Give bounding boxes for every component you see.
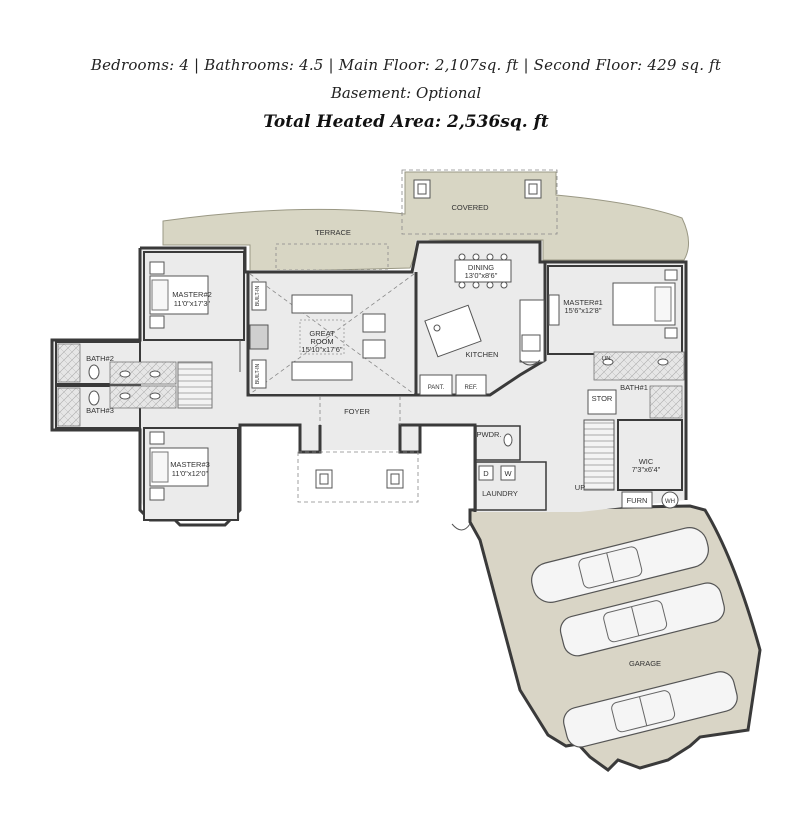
- label-wic-size: 7'3"x6'4": [632, 465, 661, 474]
- label-dining-size: 13'0"x8'6": [465, 271, 498, 280]
- label-pantry: PANT.: [428, 385, 445, 391]
- label-kitchen: KITCHEN: [466, 350, 499, 359]
- label-master1-size: 15'6"x12'8": [565, 306, 602, 315]
- basement-line: Basement: Optional: [330, 84, 482, 102]
- label-foyer: FOYER: [344, 407, 370, 416]
- specs-line: Bedrooms: 4 | Bathrooms: 4.5 | Main Floo…: [90, 56, 722, 74]
- label-covered: COVERED: [451, 203, 489, 212]
- label-wic: WIC: [639, 457, 654, 466]
- label-bath1: BATH#1: [620, 383, 648, 392]
- label-terrace: TERRACE: [315, 228, 351, 237]
- total-area-line: Total Heated Area: 2,536sq. ft: [263, 112, 549, 132]
- label-master2-size: 11'0"x17'3": [174, 299, 211, 308]
- label-great-room-2: ROOM: [310, 337, 333, 346]
- label-master3: MASTER#3: [170, 460, 210, 469]
- label-built-in-1: BUILT-IN: [255, 286, 261, 307]
- label-pwdr: PWDR.: [477, 430, 502, 439]
- label-bath2: BATH#2: [86, 354, 114, 363]
- label-furn: FURN: [627, 496, 648, 505]
- label-w: W: [504, 469, 512, 478]
- label-bath3: BATH#3: [86, 406, 114, 415]
- label-dining: DINING: [468, 263, 494, 272]
- car-2: [559, 582, 725, 657]
- car-1: [531, 527, 709, 603]
- label-d: D: [483, 469, 489, 478]
- label-wh: WH: [665, 499, 675, 505]
- label-lin: LIN: [602, 356, 611, 362]
- label-stor: STOR: [592, 394, 613, 403]
- label-master2: MASTER#2: [172, 290, 212, 299]
- label-ref: REF.: [464, 385, 477, 391]
- label-built-in-2: BUILT-IN: [255, 364, 261, 385]
- label-master1: MASTER#1: [563, 298, 603, 307]
- label-great-room-size: 15'10"x17'6": [301, 345, 342, 354]
- label-laundry: LAUNDRY: [482, 489, 518, 498]
- label-master3-size: 11'0"x12'0": [172, 469, 209, 478]
- label-up: UP: [575, 483, 585, 492]
- covered-outline: [401, 169, 558, 235]
- label-great-room: GREAT: [309, 329, 335, 338]
- label-garage: GARAGE: [629, 659, 661, 668]
- car-3: [563, 671, 738, 748]
